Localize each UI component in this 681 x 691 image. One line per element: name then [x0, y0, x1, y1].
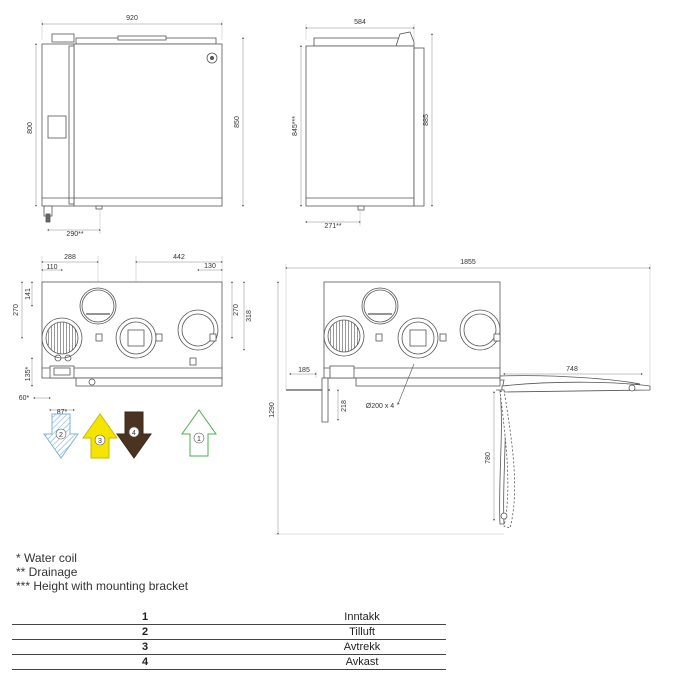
dim-135: 135*: [25, 367, 32, 382]
technical-drawing: 920 800 850 290** 584 845*** 885 271**: [13, 15, 651, 535]
table-row: 3 Avtrekk: [12, 639, 446, 655]
dim-install-780: 780: [485, 452, 492, 464]
dim-install-185: 185: [298, 367, 310, 374]
dim-110: 110: [46, 264, 57, 271]
dim-front-height: 800: [27, 122, 34, 134]
legend-number: 1: [12, 610, 278, 625]
dim-front-width: 920: [126, 15, 138, 22]
airflow-arrow-4: 4: [116, 411, 152, 459]
dim-442: 442: [173, 254, 185, 261]
dim-left-141: 141: [25, 288, 32, 300]
legend-number: 2: [12, 624, 278, 640]
connection-view: [21, 256, 245, 411]
table-row: 4 Avkast: [12, 654, 446, 670]
dim-side-drain-offset: 271**: [324, 223, 341, 230]
dim-install-218: 218: [341, 400, 348, 412]
front-view: [35, 20, 244, 234]
side-view: [300, 24, 433, 226]
note-drainage: ** Drainage: [16, 565, 78, 579]
airflow-arrow-3: 3: [82, 413, 118, 459]
dim-front-total-height: 850: [234, 116, 241, 128]
dim-install-diameter: Ø200 x 4: [366, 403, 395, 410]
legend-name: Avtrekk: [278, 639, 446, 655]
arrow-1-number: 1: [197, 436, 201, 443]
dim-right-318: 318: [246, 310, 253, 322]
dim-install-height: 1290: [269, 402, 276, 418]
dim-left-270: 270: [13, 304, 20, 316]
dim-side-total-height: 885: [423, 114, 430, 126]
note-bracket-height: *** Height with mounting bracket: [16, 579, 189, 593]
dim-install-width: 1855: [460, 259, 476, 266]
legend-name: Tilluft: [278, 624, 446, 640]
dim-87: 87*: [57, 409, 68, 416]
airflow-arrow-2: 2: [43, 413, 79, 459]
dim-side-width: 584: [354, 19, 366, 26]
dim-install-748: 748: [566, 366, 578, 373]
arrow-2-number: 2: [59, 432, 63, 439]
legend-number: 4: [12, 654, 278, 670]
legend-number: 3: [12, 639, 278, 655]
arrow-4-number: 4: [132, 430, 136, 437]
dim-right-270: 270: [233, 304, 240, 316]
arrow-3-number: 3: [98, 438, 102, 445]
dim-side-bracket-height: 845***: [292, 116, 299, 136]
airflow-arrow-1: 1: [181, 409, 217, 457]
table-row: 2 Tilluft: [12, 624, 446, 640]
installation-view: [274, 264, 651, 535]
note-water-coil: * Water coil: [16, 551, 77, 565]
legend-name: Avkast: [278, 654, 446, 670]
dim-288: 288: [64, 254, 76, 261]
legend-name: Inntakk: [278, 610, 446, 625]
airflow-legend-table: 1 Inntakk 2 Tilluft 3 Avtrekk 4 Avkast: [12, 610, 446, 670]
dim-drain-offset: 290**: [66, 231, 83, 238]
dim-130: 130: [204, 263, 216, 270]
dim-60: 60*: [19, 395, 30, 402]
table-row: 1 Inntakk: [12, 610, 446, 625]
